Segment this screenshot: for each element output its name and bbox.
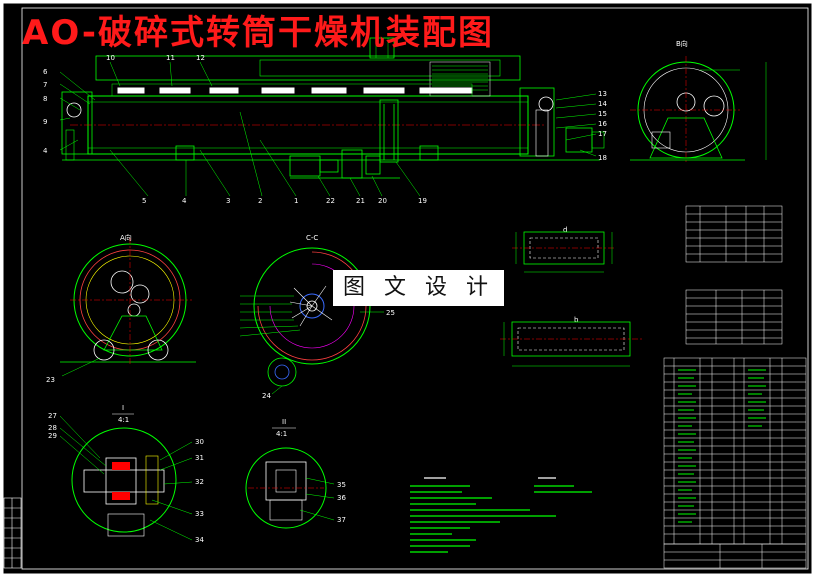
technical-notes-right (534, 477, 592, 493)
section-cc: C-C 25 24 (239, 234, 395, 400)
label-part-left-3: 8 (43, 95, 47, 103)
main-view-part-labels: 6 7 8 9 4 5 4 3 2 1 22 21 20 19 13 14 15… (43, 54, 607, 205)
technical-notes-left (410, 477, 556, 553)
detail-2-part-35: 35 (337, 481, 346, 489)
part-b-view: b (500, 316, 642, 367)
main-front-view (59, 37, 605, 197)
label-part-right-6: 18 (598, 154, 607, 162)
label-part-top-3: 12 (196, 54, 205, 62)
section-cc-part-25: 25 (386, 309, 395, 317)
detail-1-part-31: 31 (195, 454, 204, 462)
label-part-bottom-8: 20 (378, 197, 387, 205)
detail-1: I 4:1 27 28 29 30 31 32 33 34 (48, 404, 204, 544)
detail-1-part-33: 33 (195, 510, 204, 518)
label-part-bottom-2: 4 (182, 197, 187, 205)
title-block (663, 543, 807, 569)
view-b: B向 (630, 39, 767, 164)
label-part-right-4: 16 (598, 120, 607, 128)
feed-hopper (369, 37, 395, 59)
part-d-label: d (563, 226, 567, 234)
view-a-label: A向 (120, 233, 132, 242)
right-bearing (538, 96, 554, 112)
crusher-blades (117, 87, 473, 94)
detail-1-part-28: 28 (48, 424, 57, 432)
detail-1-scale: 4:1 (118, 416, 129, 424)
detail-2-part-36: 36 (337, 494, 346, 502)
detail-1-part-27: 27 (48, 412, 57, 420)
label-part-bottom-4: 2 (258, 197, 262, 205)
detail-1-part-34: 34 (195, 536, 204, 544)
parts-list-entries (678, 369, 766, 523)
label-part-bottom-7: 21 (356, 197, 365, 205)
label-part-bottom-3: 3 (226, 197, 230, 205)
binding-strip (3, 497, 22, 569)
view-a: A向 23 (46, 233, 196, 384)
label-part-right-3: 15 (598, 110, 607, 118)
part-d-view: d (512, 226, 616, 273)
fan-motor-unit (289, 149, 400, 179)
label-part-right-1: 13 (598, 90, 607, 98)
spec-table-1 (685, 205, 783, 263)
part-b-label: b (574, 316, 579, 324)
leader-lines (59, 61, 597, 197)
detail-2-name: II (282, 418, 286, 426)
view-a-part-23: 23 (46, 376, 55, 384)
detail-1-part-32: 32 (195, 478, 204, 486)
label-part-top-1: 10 (106, 54, 115, 62)
label-part-bottom-6: 22 (326, 197, 335, 205)
drawing-title: AO-破碎式转筒干燥机装配图 (22, 13, 494, 53)
label-part-top-2: 11 (166, 54, 175, 62)
label-part-bottom-5: 1 (294, 197, 298, 205)
parts-list (663, 357, 807, 545)
label-part-left-2: 7 (43, 81, 47, 89)
detail-1-name: I (122, 404, 124, 412)
detail-2-part-37: 37 (337, 516, 346, 524)
label-part-bottom-9: 19 (418, 197, 427, 205)
top-housing (95, 55, 521, 81)
label-part-left-5: 4 (43, 147, 48, 155)
detail-1-part-30: 30 (195, 438, 204, 446)
detail-1-part-29: 29 (48, 432, 57, 440)
label-part-right-2: 14 (598, 100, 607, 108)
label-part-left-4: 9 (43, 118, 47, 126)
section-cc-label: C-C (306, 234, 318, 242)
view-b-label: B向 (676, 39, 688, 48)
section-cc-part-24: 24 (262, 392, 271, 400)
detail-2: II 4:1 35 36 37 (245, 418, 346, 529)
outlet-grille (429, 61, 491, 97)
watermark-text: 图 文 设 计 (333, 270, 504, 306)
spec-table-2 (685, 289, 783, 345)
detail-2-scale: 4:1 (276, 430, 287, 438)
label-part-bottom-1: 5 (142, 197, 146, 205)
left-end-frame (61, 91, 93, 155)
label-part-left-1: 6 (43, 68, 48, 76)
inner-frame (21, 7, 809, 570)
label-part-right-5: 17 (598, 130, 607, 138)
left-bearing (66, 102, 82, 118)
